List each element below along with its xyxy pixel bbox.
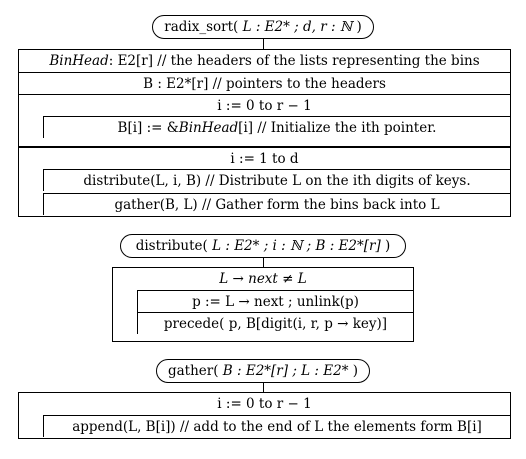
distribute-connector xyxy=(263,258,264,267)
gather-header: gather ( B : E2*[r] ; L : E2* ) xyxy=(156,359,370,383)
distribute-structogram: L → next ≠ L p := L → next ; unlink(p) p… xyxy=(112,267,414,342)
distribute-param-i: i : ℕ ; xyxy=(272,238,312,254)
distribute-header: distribute ( L : E2* ; i : ℕ ; B : E2*[r… xyxy=(120,234,406,258)
distribute-loop-header: L → next ≠ L xyxy=(219,271,307,287)
gather-call: gather(B, L) // Gather form the bins bac… xyxy=(43,193,510,215)
distribute-name: distribute xyxy=(135,238,203,254)
distribute-param-b: B : E2*[r] xyxy=(315,238,381,254)
distribute-call: distribute(L, i, B) // Distribute L on t… xyxy=(43,169,510,191)
binhead-identifier: BinHead xyxy=(49,53,109,69)
append-statement: append(L, B[i]) // add to the end of L t… xyxy=(43,415,510,437)
radix-sort-name: radix_sort xyxy=(164,19,234,35)
gather-param-b: B : E2*[r] ; xyxy=(222,363,297,379)
radix-sort-param-l: L : E2* ; xyxy=(242,19,299,35)
radix-sort-structogram: BinHead : E2[r] // the headers of the li… xyxy=(18,49,511,217)
distribute-param-l: L : E2* ; xyxy=(212,238,269,254)
precede-statement: precede( p, B[digit(i, r, p → key)] xyxy=(137,312,413,334)
radix-sort-header: radix_sort ( L : E2* ; d, r : ℕ ) xyxy=(152,15,374,39)
binhead-reference: BinHead xyxy=(178,119,239,136)
radix-sort-divider xyxy=(19,146,510,147)
pointer-declaration: B : E2*[r] // pointers to the headers xyxy=(19,72,510,94)
gather-param-l: L : E2* xyxy=(301,363,349,379)
gather-connector xyxy=(263,383,264,392)
binhead-declaration: BinHead : E2[r] // the headers of the li… xyxy=(49,53,480,69)
digit-loop-header: i := 1 to d xyxy=(19,147,510,169)
gather-loop-header: i := 0 to r − 1 xyxy=(217,396,312,412)
init-loop-header: i := 0 to r − 1 xyxy=(19,94,510,116)
unlink-statement: p := L → next ; unlink(p) xyxy=(137,290,413,312)
radix-sort-connector xyxy=(263,39,264,49)
gather-name: gather xyxy=(167,363,214,379)
gather-structogram: i := 0 to r − 1 append(L, B[i]) // add t… xyxy=(18,392,511,439)
init-loop-body: B[i] := & BinHead [i] // Initialize the … xyxy=(43,116,510,138)
radix-sort-param-dr: d, r : ℕ xyxy=(303,19,353,35)
